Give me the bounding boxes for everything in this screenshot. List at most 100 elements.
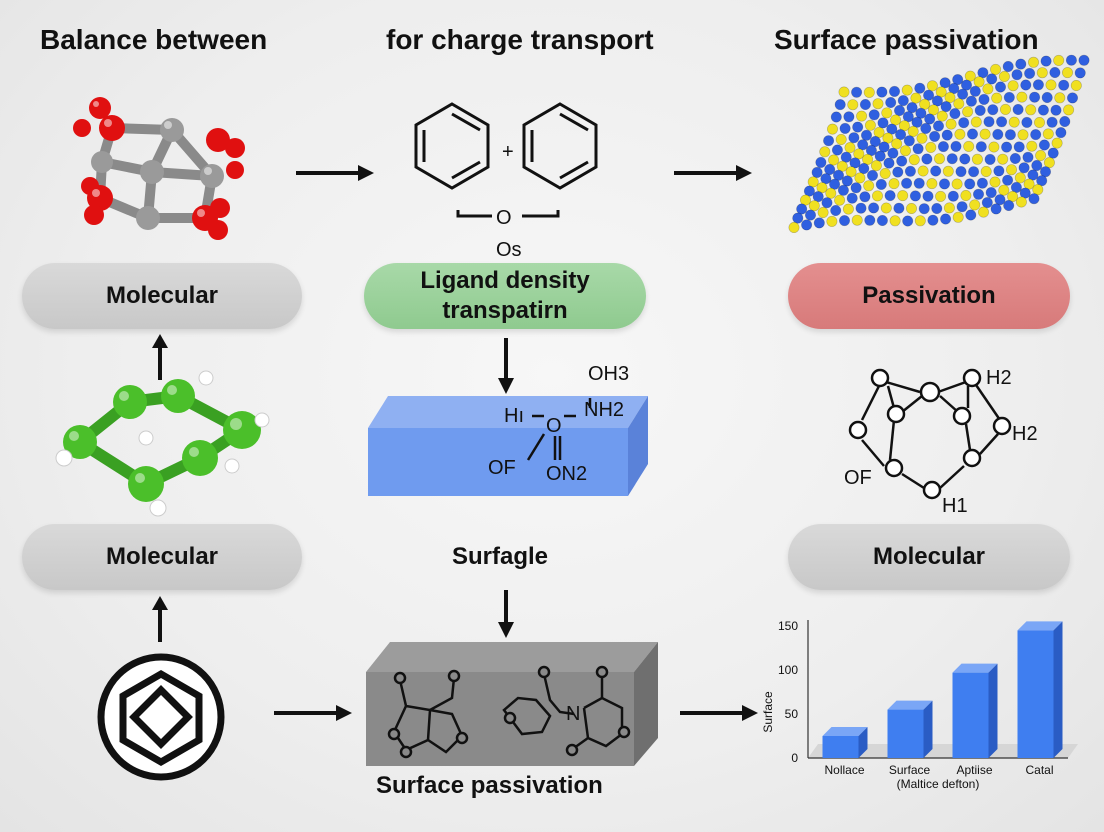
- sheet-atom-yellow: [990, 63, 1002, 75]
- sheet-atom-yellow: [1014, 172, 1026, 184]
- plus-sign: +: [502, 141, 514, 163]
- sheet-atom-blue: [831, 144, 843, 156]
- sheet-atom-blue: [859, 98, 871, 110]
- sheet-atom-blue: [811, 166, 823, 178]
- sheet-atom-yellow: [836, 160, 848, 172]
- sheet-atom-blue: [965, 209, 977, 221]
- sheet-atom-blue: [978, 93, 990, 105]
- sheet-atom-blue: [1002, 60, 1014, 72]
- sheet-atom-blue: [996, 116, 1008, 128]
- sheet-atom-yellow: [1023, 178, 1035, 190]
- sheet-atom-blue: [1015, 58, 1027, 70]
- sheet-atom-yellow: [873, 126, 885, 138]
- sheet-atom-yellow: [935, 190, 947, 202]
- sheet-atom-blue: [867, 169, 879, 181]
- sheet-atom-yellow: [900, 145, 912, 157]
- sheet-atom-blue: [1046, 116, 1058, 128]
- sheet-atom-blue: [878, 141, 890, 153]
- sheet-atom-blue: [823, 135, 835, 147]
- sheet-atom-blue: [958, 117, 970, 129]
- sheet-atom-blue: [965, 95, 977, 107]
- sheet-atom-blue: [897, 95, 909, 107]
- sheet-atom-blue: [820, 173, 832, 185]
- chart-y-axis-label: Surface: [761, 691, 775, 733]
- sheet-atom-yellow: [910, 92, 922, 104]
- sheet-atom-yellow: [951, 178, 963, 190]
- sheet-atom-blue: [839, 122, 851, 134]
- sheet-atom-blue: [933, 120, 945, 132]
- sheet-atom-yellow: [1017, 129, 1029, 141]
- sheet-atom-blue: [1040, 166, 1052, 178]
- sheet-atom-blue: [993, 165, 1005, 177]
- sheet-atom-yellow: [943, 202, 955, 214]
- sheet-atom-blue: [955, 166, 967, 178]
- sheet-atom-yellow: [870, 160, 882, 172]
- sheet-atom-blue: [947, 190, 959, 202]
- pill-passivation-label: Passivation: [862, 282, 996, 309]
- pill-molecular-top: Molecular: [22, 263, 302, 329]
- sheet-atom-blue: [967, 128, 979, 140]
- sheet-atom-blue: [904, 165, 916, 177]
- nanoparticle-sheet: [788, 54, 1090, 234]
- sheet-atom-blue: [913, 177, 925, 189]
- sheet-atom-blue: [1074, 67, 1086, 79]
- sheet-atom-yellow: [982, 83, 994, 95]
- sheet-atom-yellow: [1054, 92, 1066, 104]
- sheet-atom-yellow: [847, 99, 859, 111]
- sheet-atom-yellow: [879, 168, 891, 180]
- sheet-atom-blue: [832, 169, 844, 181]
- sheet-atom-blue: [1037, 104, 1049, 116]
- sheet-atom-blue: [861, 129, 873, 141]
- sheet-atom-yellow: [919, 98, 931, 110]
- sheet-atom-blue: [987, 104, 999, 116]
- sheet-atom-yellow: [914, 215, 926, 227]
- sheet-atom-blue: [912, 143, 924, 155]
- sheet-atom-yellow: [1051, 137, 1063, 149]
- sheet-atom-blue: [930, 165, 942, 177]
- sheet-atom-blue: [921, 153, 933, 165]
- sheet-atom-blue: [852, 121, 864, 133]
- pill-molecular-bottom-left-label: Molecular: [105, 543, 219, 570]
- pill-molecular-bottom-right: Molecular: [788, 524, 1070, 590]
- sheet-atom-yellow: [997, 153, 1009, 165]
- heading-left: Balance between: [40, 24, 268, 55]
- chart-y-tick-label: 50: [785, 707, 799, 721]
- sheet-atom-yellow: [863, 180, 875, 192]
- sheet-atom-blue: [893, 202, 905, 214]
- sheet-atom-blue: [1078, 54, 1090, 66]
- chart-x-tick-label: Aptiise: [956, 763, 992, 777]
- sheet-atom-blue: [1066, 92, 1078, 104]
- sheet-atom-blue: [840, 151, 852, 163]
- sheet-atom-yellow: [881, 107, 893, 119]
- sheet-atom-blue: [834, 99, 846, 111]
- sheet-atom-yellow: [901, 84, 913, 96]
- sheet-atom-yellow: [970, 116, 982, 128]
- sheet-atom-blue: [939, 178, 951, 190]
- sheet-atom-blue: [1041, 92, 1053, 103]
- sheet-atom-blue: [855, 202, 867, 214]
- sheet-atom-blue: [851, 86, 863, 98]
- sheet-atom-blue: [1001, 141, 1013, 153]
- sheet-atom-yellow: [989, 176, 1001, 188]
- slab-o-center: O: [546, 415, 562, 437]
- sheet-atom-yellow: [819, 146, 831, 158]
- sheet-atom-blue: [940, 101, 952, 113]
- sheet-atom-blue: [846, 192, 858, 204]
- sheet-atom-blue: [877, 117, 889, 129]
- sheet-atom-blue: [1003, 91, 1015, 103]
- sheet-atom-blue: [1031, 160, 1043, 172]
- sheet-atom-blue: [976, 177, 988, 189]
- sheet-atom-blue: [950, 140, 962, 152]
- sheet-atom-blue: [864, 214, 876, 226]
- sheet-atom-blue: [946, 153, 958, 165]
- sheet-atom-yellow: [862, 153, 874, 165]
- sheet-atom-yellow: [934, 153, 946, 165]
- sheet-atom-blue: [813, 217, 825, 229]
- sheet-atom-blue: [1004, 129, 1016, 141]
- sheet-atom-blue: [973, 188, 985, 200]
- pill-ligand-line1: Ligand density: [420, 267, 590, 294]
- sheet-atom-yellow: [853, 148, 865, 160]
- sheet-atom-yellow: [926, 80, 938, 92]
- sheet-atom-blue: [1020, 79, 1032, 91]
- sheet-atom-blue: [956, 201, 968, 213]
